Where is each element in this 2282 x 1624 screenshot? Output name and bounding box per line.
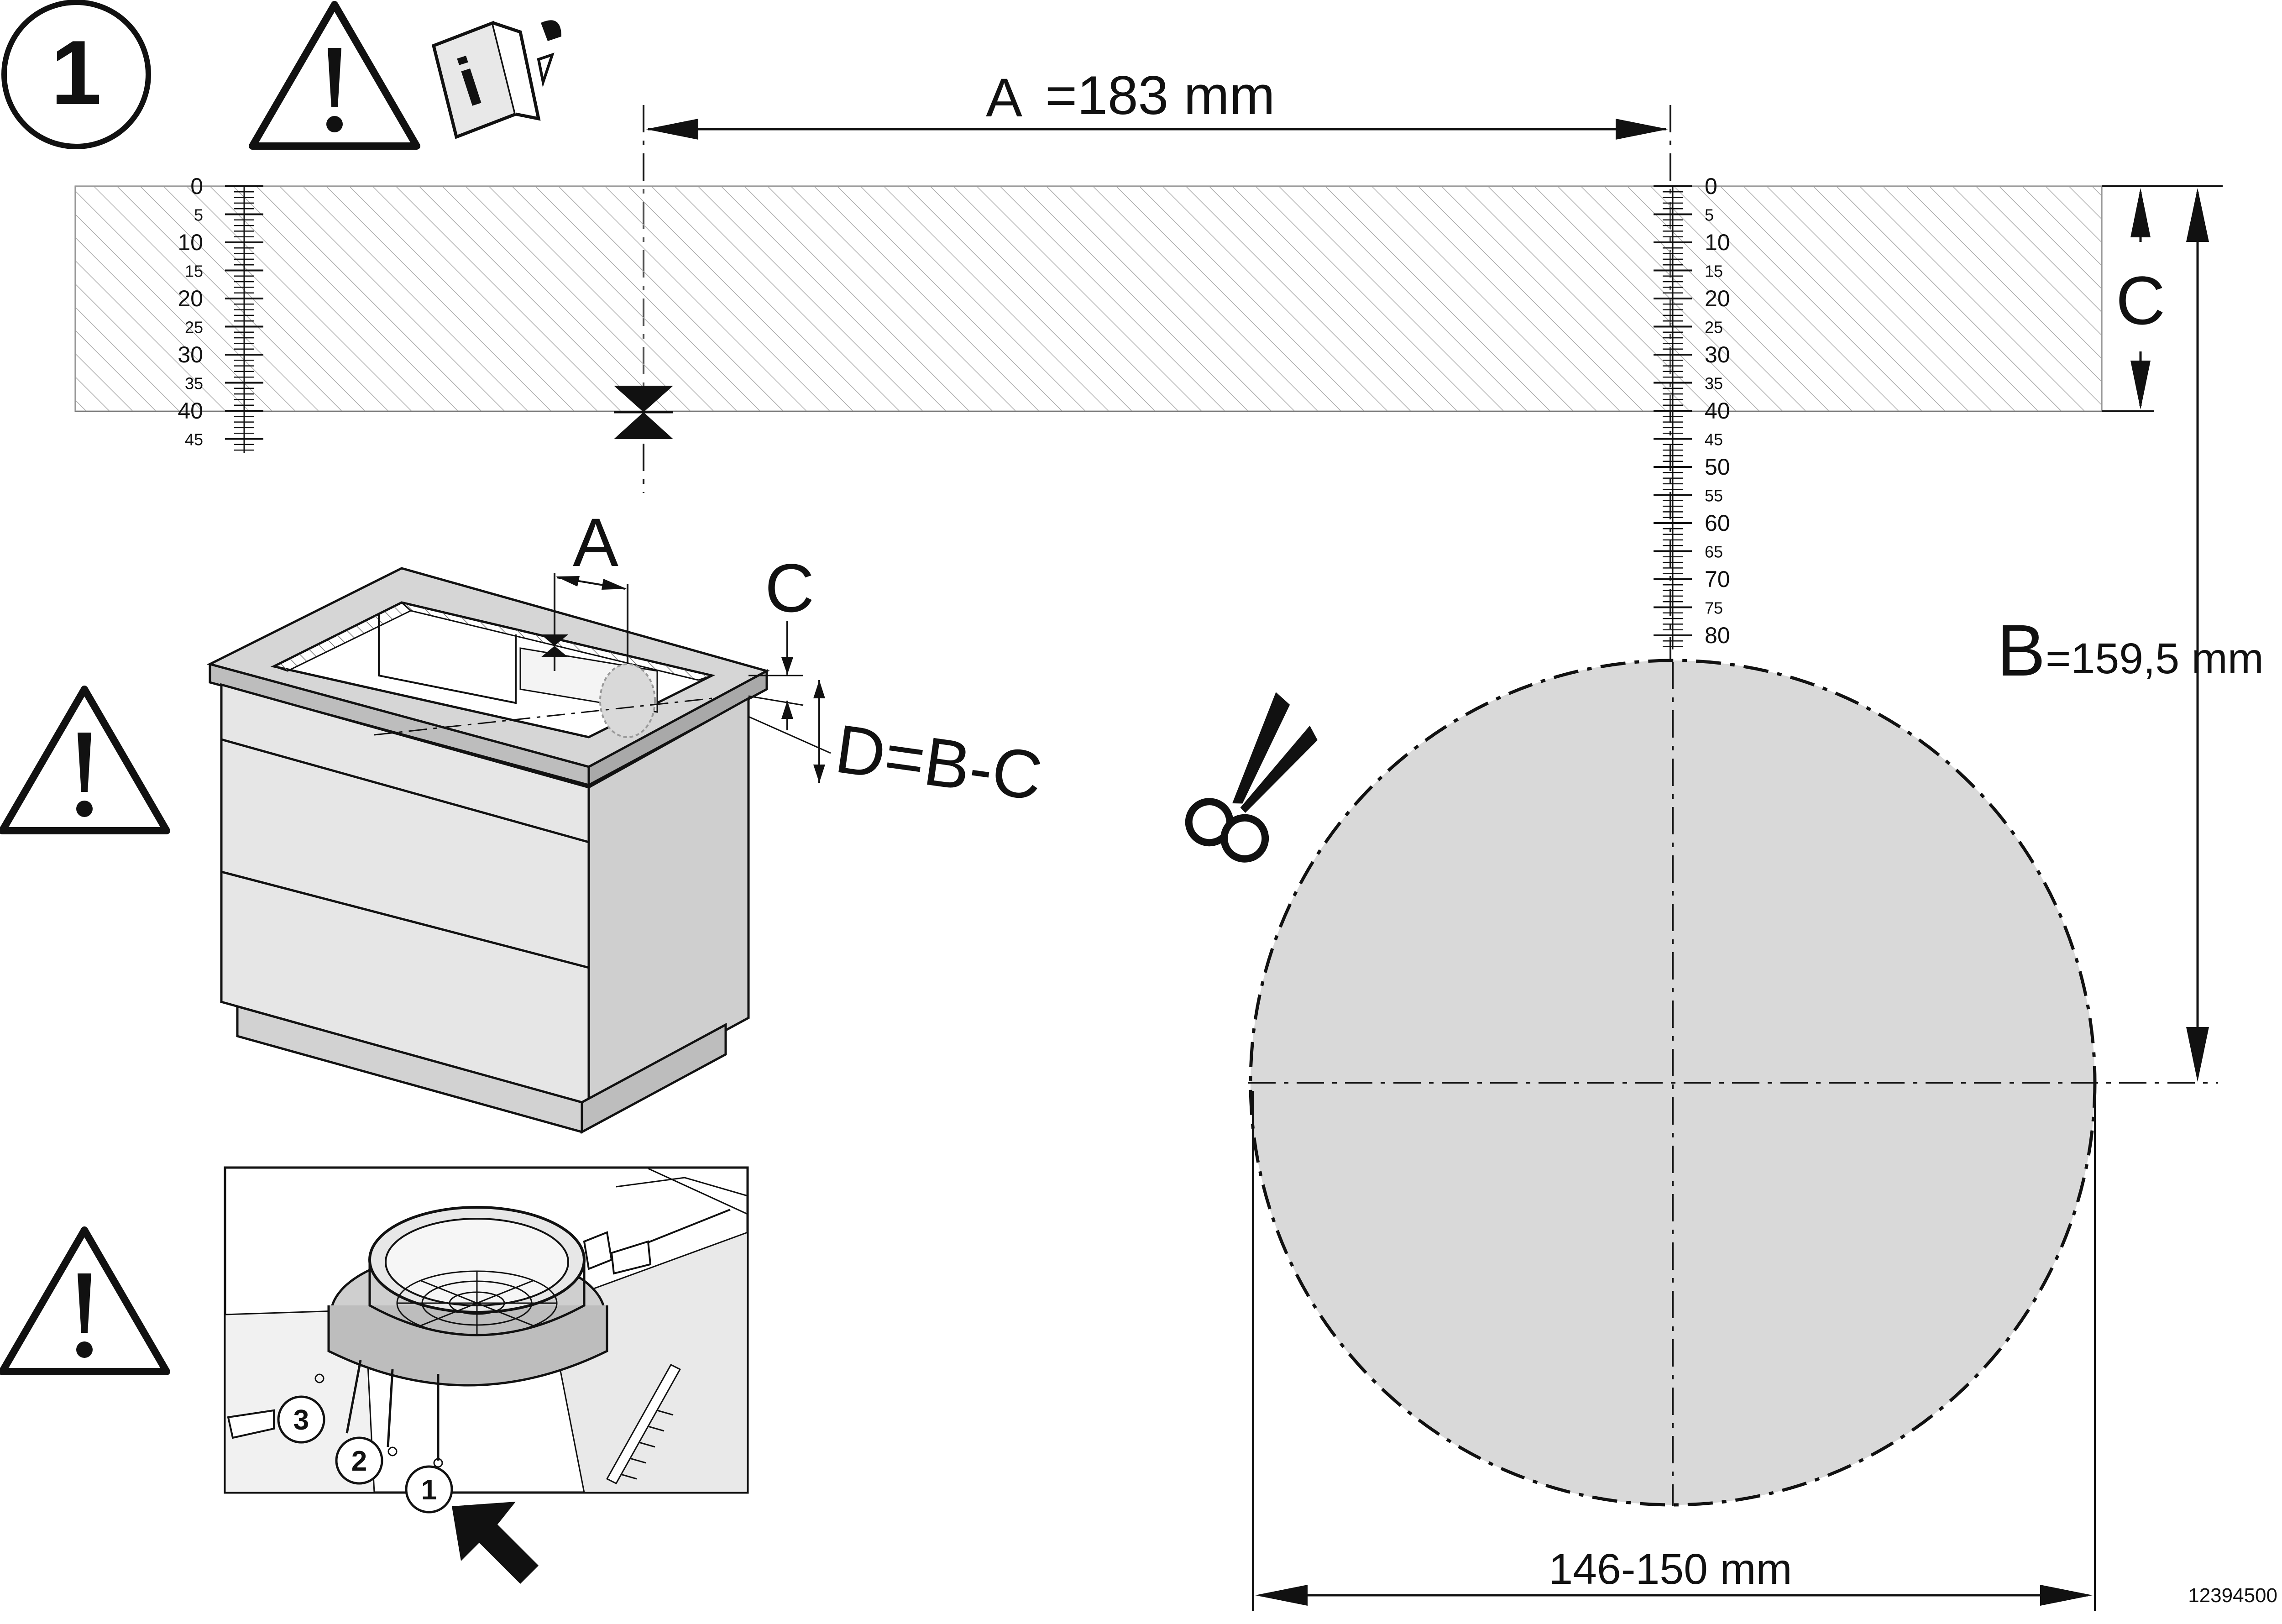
ruler-right-label: 50 bbox=[1705, 454, 1730, 480]
ruler-left-label: 10 bbox=[178, 230, 203, 255]
ruler-right-label: 75 bbox=[1705, 599, 1723, 618]
ruler-right-label: 25 bbox=[1705, 318, 1723, 337]
step-badge: 1 bbox=[1, 0, 151, 149]
ruler-left-label: 20 bbox=[178, 286, 203, 311]
ruler-right-label: 5 bbox=[1705, 206, 1714, 225]
dimension-b: B =159,5 mm bbox=[1997, 188, 2264, 1082]
callout-2: 2 bbox=[335, 1436, 383, 1485]
ruler-right-label: 60 bbox=[1705, 510, 1730, 536]
ruler-left-label: 35 bbox=[185, 374, 203, 393]
dimension-c-right: C bbox=[2102, 185, 2223, 412]
ruler-right-label: 20 bbox=[1705, 286, 1730, 311]
ruler-left-label: 15 bbox=[185, 262, 203, 281]
dim-b-value: =159,5 mm bbox=[2046, 634, 2264, 683]
scissors-icon bbox=[1185, 692, 1318, 863]
dim-c-letter-right: C bbox=[2116, 262, 2165, 339]
ruler-left: 0 5 10 15 20 25 30 35 40 45 bbox=[178, 173, 263, 453]
ruler-right-label: 30 bbox=[1705, 342, 1730, 367]
cutout-template bbox=[1248, 659, 2218, 1507]
svg-text:1: 1 bbox=[421, 1474, 437, 1506]
ruler-right: 0 5 10 15 20 25 30 35 40 45 50 55 60 65 70 75 80 bbox=[1654, 173, 1730, 650]
ruler-right-label: 40 bbox=[1705, 398, 1730, 424]
ruler-right-label: 55 bbox=[1705, 487, 1723, 505]
callout-3: 3 bbox=[277, 1395, 325, 1444]
ruler-left-label: 5 bbox=[194, 206, 203, 225]
dim-b-letter: B bbox=[1997, 609, 2046, 691]
svg-text:3: 3 bbox=[293, 1404, 309, 1436]
ruler-right-label: 10 bbox=[1705, 230, 1730, 255]
ruler-left-label: 0 bbox=[190, 173, 203, 199]
ruler-left-label: 25 bbox=[185, 318, 203, 337]
dim-a-letter: A bbox=[986, 67, 1022, 128]
countertop-section bbox=[74, 185, 2103, 412]
document-id: 12394500 bbox=[2188, 1584, 2277, 1607]
dim-a-value: =183 mm bbox=[1045, 65, 1275, 126]
warning-triangle-icon bbox=[249, 1, 420, 150]
ruler-left-label: 40 bbox=[178, 398, 203, 424]
ruler-right-label: 35 bbox=[1705, 374, 1723, 393]
step-number: 1 bbox=[51, 22, 101, 124]
ruler-right-label: 80 bbox=[1705, 623, 1730, 648]
info-manual-icon: i bbox=[431, 20, 561, 139]
callout-1: 1 bbox=[405, 1465, 453, 1514]
ruler-left-label: 45 bbox=[185, 430, 203, 449]
ruler-right-label: 15 bbox=[1705, 262, 1723, 281]
thickness-marker bbox=[614, 386, 673, 439]
ruler-right-label: 65 bbox=[1705, 543, 1723, 561]
cabinet-dim-c-letter: C bbox=[765, 550, 814, 626]
ruler-right-label: 70 bbox=[1705, 566, 1730, 592]
ruler-left-label: 30 bbox=[178, 342, 203, 367]
warning-triangle-icon bbox=[0, 686, 170, 834]
warning-triangle-icon bbox=[0, 1226, 170, 1375]
installation-detail: 3 2 1 bbox=[224, 1166, 749, 1514]
push-arrow-icon bbox=[452, 1502, 539, 1584]
cabinet-dim-a-letter: A bbox=[573, 504, 618, 581]
ruler-right-label: 0 bbox=[1705, 173, 1717, 199]
ruler-right-label: 45 bbox=[1705, 430, 1723, 449]
d-formula: D=B-C bbox=[831, 710, 1047, 815]
dimension-cutout-width: 146-150 mm bbox=[1252, 1091, 2096, 1611]
cabinet-illustration: A C D=B-C bbox=[207, 504, 1047, 1134]
cutout-width-label: 146-150 mm bbox=[1549, 1545, 1792, 1593]
svg-text:2: 2 bbox=[351, 1446, 367, 1477]
dimension-a-top: A =183 mm bbox=[643, 65, 1671, 662]
